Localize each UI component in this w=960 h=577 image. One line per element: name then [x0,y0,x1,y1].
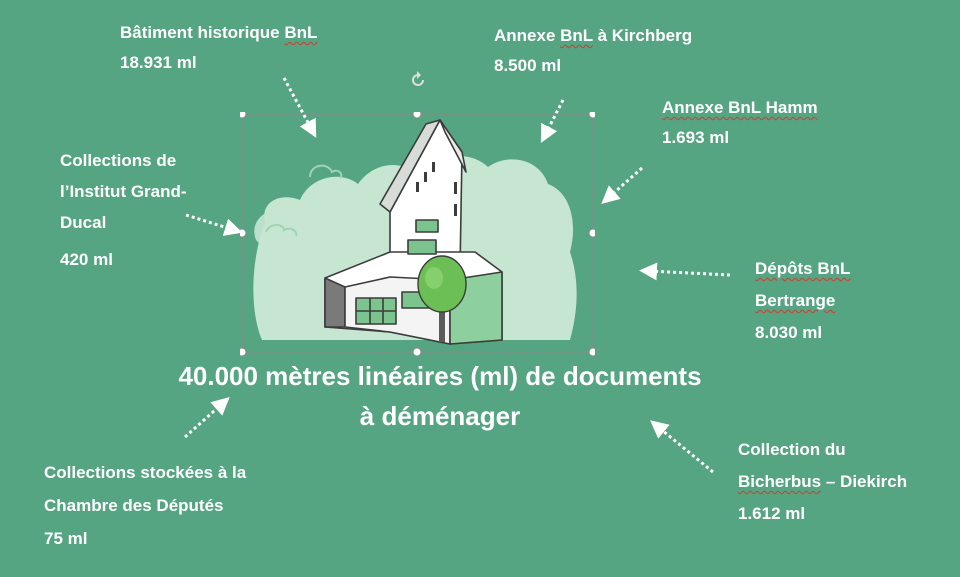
arrow-depots-bertrange [639,262,731,281]
value-depots-bertrange: 8.030 ml [755,323,823,342]
rotate-handle-icon[interactable] [408,70,428,90]
label-annexe-kirchberg: Annexe BnL à Kirchberg 8.500 ml [494,21,692,81]
arrow-batiment-historique [282,77,317,138]
value-institut-grand-ducal: 420 ml [60,250,113,269]
label-institut-grand-ducal: Collections de l’Institut Grand- Ducal 4… [60,145,187,275]
label-chambre-deputes: Collections stockées à la Chambre des Dé… [44,456,246,555]
tower-windows [416,162,457,216]
building-illustration-icon [240,112,595,357]
value-bicherbus: 1.612 ml [738,504,806,523]
value-annexe-kirchberg: 8.500 ml [494,56,562,75]
selection-frame[interactable] [240,112,595,357]
title-line-1: 40.000 mètres linéaires (ml) de document… [178,361,702,391]
arrow-institut-grand-ducal [185,213,243,236]
tree-icon [417,255,467,342]
title-line-2: à déménager [359,401,521,431]
arrow-annexe-hamm [601,166,643,204]
arrow-bicherbus [650,420,714,474]
label-depots-bertrange: Dépôts BnL Bertrange 8.030 ml [755,253,850,349]
label-annexe-hamm: Annexe BnL Hamm 1.693 ml [662,93,818,153]
value-chambre-deputes: 75 ml [44,529,88,548]
main-title: 40.000 mètres linéaires (ml) de document… [130,356,750,436]
arrow-annexe-kirchberg [540,99,565,144]
value-batiment-historique: 18.931 ml [120,53,197,72]
value-annexe-hamm: 1.693 ml [662,128,730,147]
cloud-outlines [265,164,343,237]
label-batiment-historique: Bâtiment historique BnL 18.931 ml [120,18,317,78]
label-bicherbus: Collection du Bicherbus – Diekirch 1.612… [738,434,907,530]
arrow-chambre-deputes [183,396,230,439]
